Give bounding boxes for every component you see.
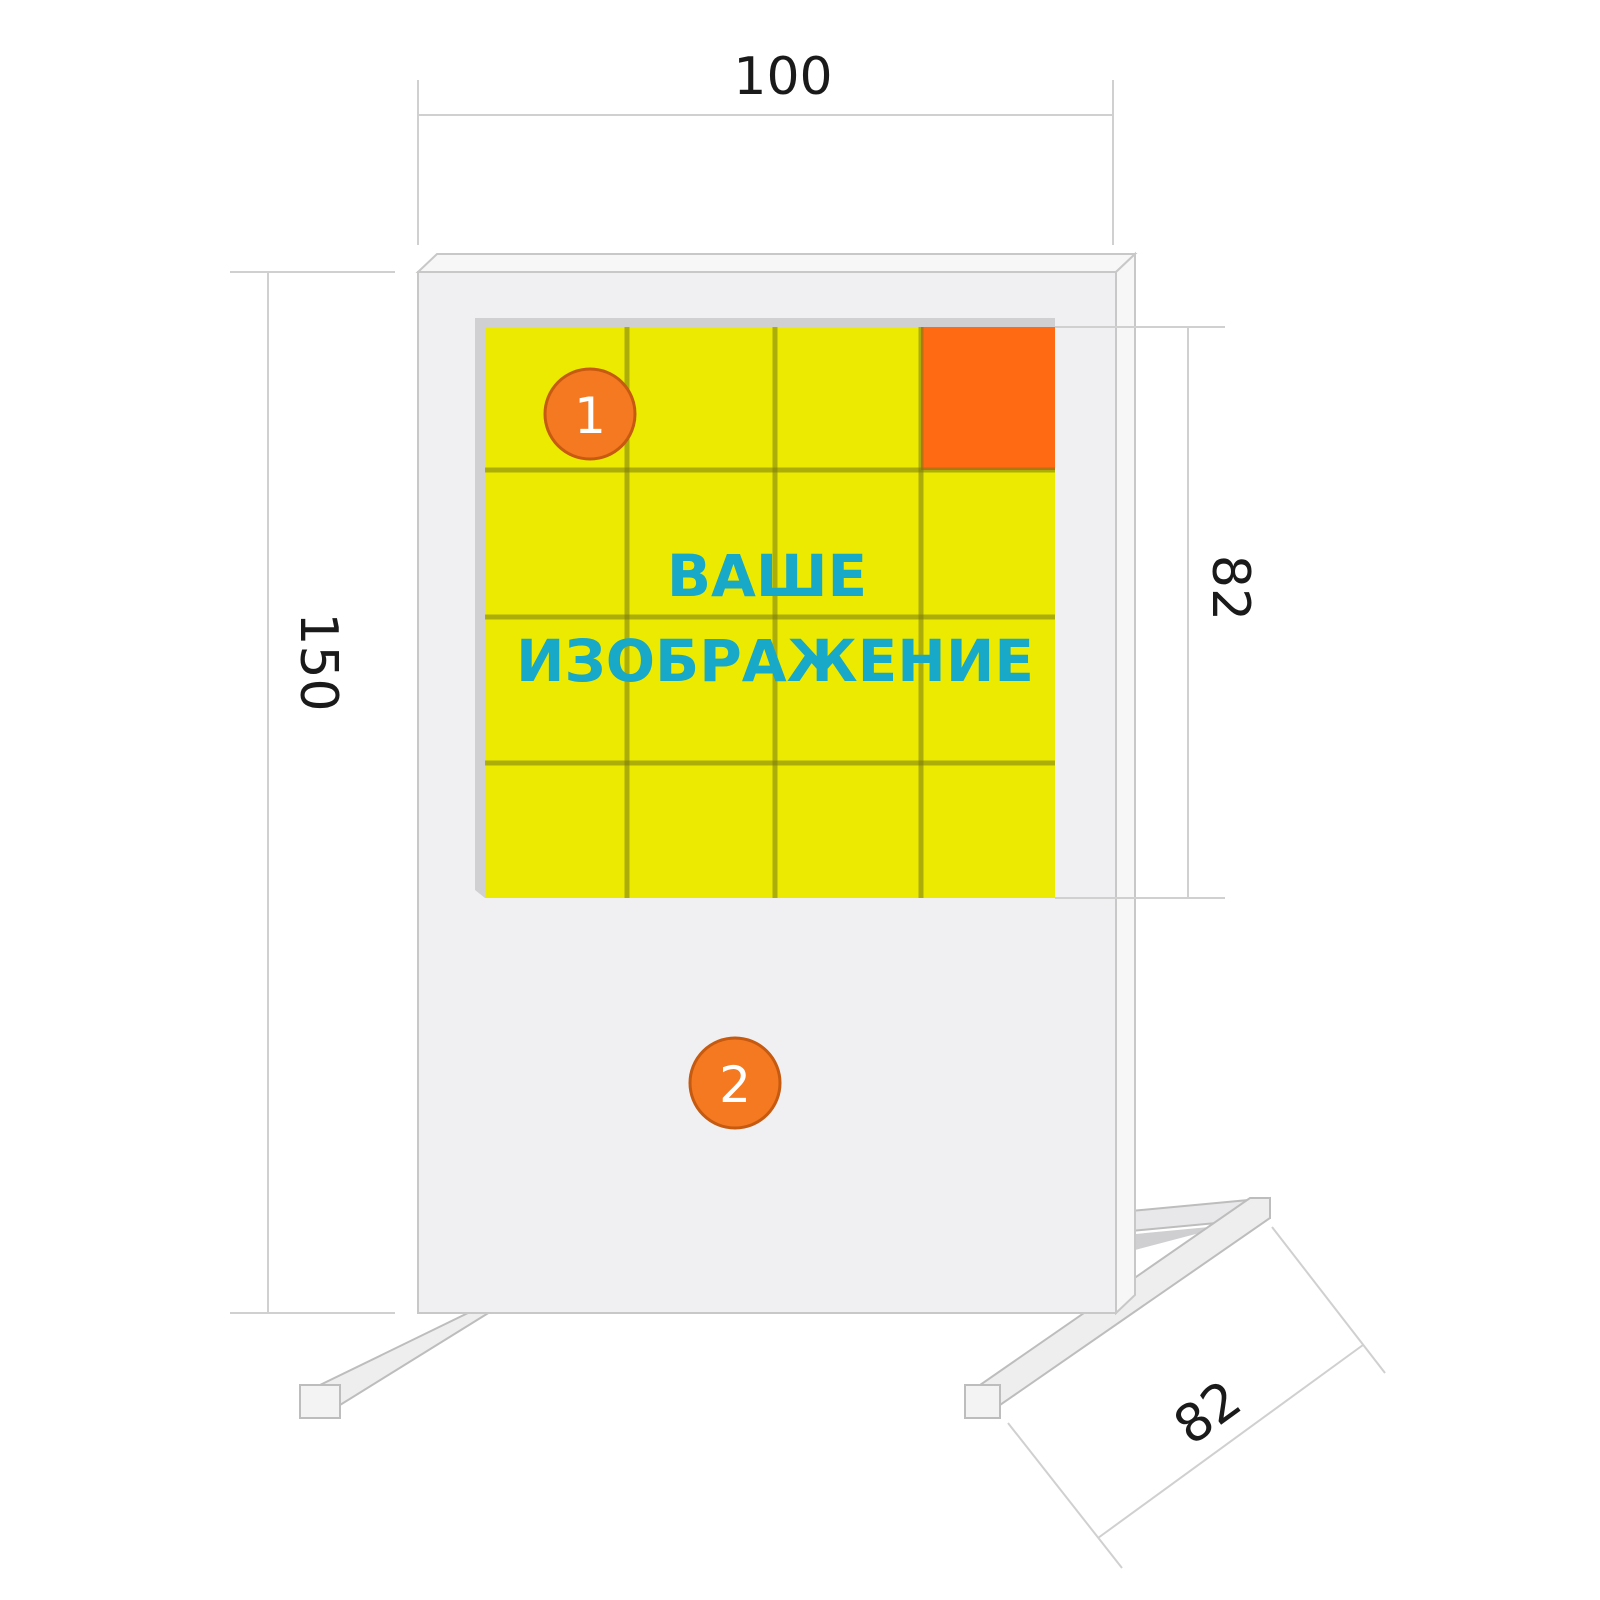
graphic-panel: ВАШЕ ИЗОБРАЖЕНИЕ: [475, 318, 1055, 898]
base-left-foot: [299, 1384, 341, 1419]
base-dim-line: [1097, 1344, 1364, 1539]
marker-2: 2: [688, 1036, 782, 1130]
panel-text-line2: ИЗОБРАЖЕНИЕ: [516, 627, 1034, 695]
panel-grid: [485, 327, 1055, 898]
base-left-rail: [319, 1311, 494, 1406]
marker-1-circle: [543, 367, 637, 461]
width-label: 100: [733, 47, 832, 107]
panel-text-line1: ВАШЕ: [667, 542, 867, 610]
marker-2-circle: [688, 1036, 782, 1130]
dimension-lines: [230, 80, 1386, 1569]
base-ext-rear: [1271, 1226, 1386, 1374]
board-side-edge: [1115, 251, 1136, 1316]
base-right-foot: [964, 1384, 1001, 1419]
board-top-edge: [415, 253, 1138, 273]
marker-1-label: 1: [574, 387, 606, 445]
accent-tile: [921, 327, 1055, 470]
height-label: 150: [288, 612, 348, 711]
panel-height-label: 82: [1200, 555, 1260, 621]
base-ext-front: [1007, 1422, 1123, 1569]
base-depth-label: 82: [1164, 1370, 1253, 1457]
marker-1: 1: [543, 367, 637, 461]
marker-2-label: 2: [719, 1056, 751, 1114]
